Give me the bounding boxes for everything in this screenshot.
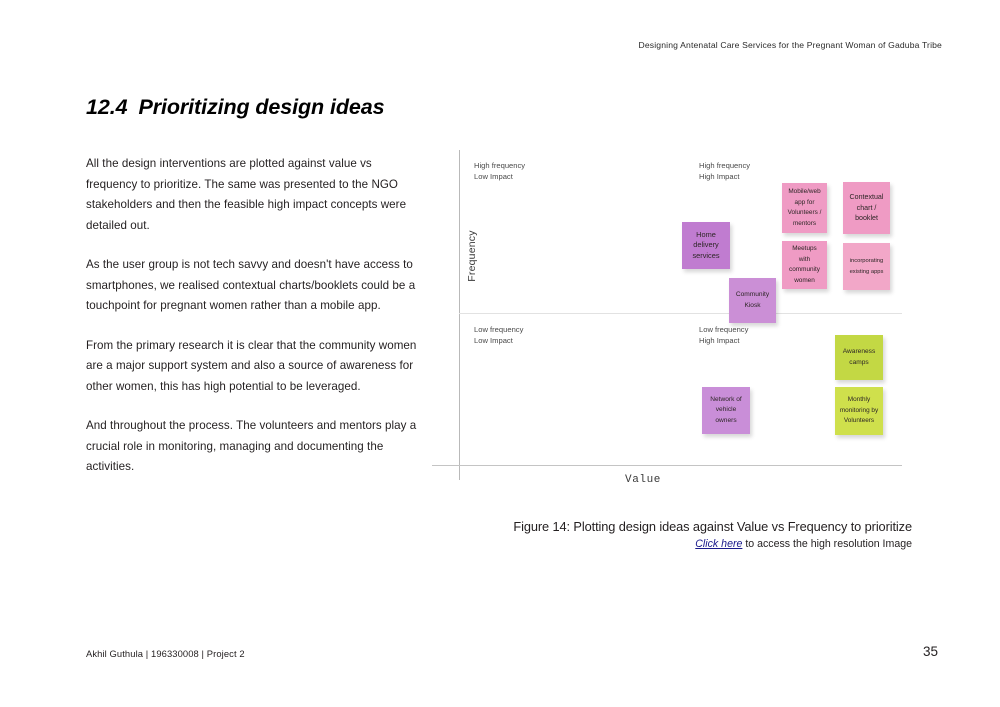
- figure-caption-main: Figure 14: Plotting design ideas against…: [513, 519, 912, 534]
- paragraph: And throughout the process. The voluntee…: [86, 419, 417, 473]
- x-axis-line: [432, 465, 902, 466]
- quadrant-label-line2: Low Impact: [474, 171, 513, 181]
- quadrant-label-line2: Low Impact: [474, 335, 513, 345]
- running-header: Designing Antenatal Care Services for th…: [638, 40, 942, 50]
- sticky-note: Meetups with community women: [782, 241, 827, 289]
- footer-author-info: Akhil Guthula | 196330008 | Project 2: [86, 648, 245, 659]
- section-number: 12.4: [86, 95, 128, 119]
- sticky-note-label: Home delivery services: [692, 229, 720, 260]
- sticky-note: Awareness camps: [835, 335, 883, 380]
- paragraph: From the primary research it is clear th…: [86, 338, 417, 393]
- sticky-note-label: Network of vehicle owners: [710, 395, 742, 424]
- paragraph: All the design interventions are plotted…: [86, 157, 407, 232]
- quadrant-label-line1: Low frequency: [699, 325, 749, 334]
- sticky-note-label: incorporating existing apps: [849, 258, 884, 275]
- paragraph: As the user group is not tech savvy and …: [86, 258, 416, 312]
- quadrant-divider-line: [459, 313, 902, 314]
- quadrant-label-bottom-right: Low frequency High Impact: [699, 325, 748, 346]
- sticky-note: Community Kiosk: [729, 278, 776, 323]
- quadrant-label-line1: Low frequency: [474, 325, 524, 334]
- sticky-note: Mobile/web app for Volunteers / mentors: [782, 183, 827, 233]
- sticky-note: Monthly monitoring by Volunteers: [835, 387, 883, 435]
- body-text-column: All the design interventions are plotted…: [86, 154, 421, 497]
- figure-caption: Figure 14: Plotting design ideas against…: [430, 518, 912, 552]
- sticky-note: Home delivery services: [682, 222, 730, 269]
- section-title: Prioritizing design ideas: [138, 95, 385, 119]
- quadrant-label-line1: High frequency: [699, 161, 751, 170]
- quadrant-label-line2: High Impact: [699, 335, 740, 345]
- sticky-note: incorporating existing apps: [843, 243, 890, 290]
- sticky-note-label: Contextual chart / booklet: [849, 193, 884, 223]
- y-axis-label: Frequency: [466, 230, 478, 282]
- high-resolution-image-link[interactable]: Click here: [695, 538, 743, 550]
- page-title: 12.4 Prioritizing design ideas: [86, 95, 385, 120]
- quadrant-label-bottom-left: Low frequency Low Impact: [474, 325, 523, 346]
- quadrant-label-line1: High frequency: [474, 161, 526, 170]
- figure-caption-sub-rest: to access the high resolution Image: [742, 538, 912, 550]
- x-axis-label: Value: [625, 474, 662, 486]
- sticky-note-label: Mobile/web app for Volunteers / mentors: [787, 188, 822, 227]
- quadrant-label-line2: High Impact: [699, 171, 740, 181]
- quadrant-label-top-left: High frequency Low Impact: [474, 161, 525, 182]
- page-number: 35: [922, 644, 938, 659]
- quadrant-label-top-right: High frequency High Impact: [699, 161, 750, 182]
- figure-caption-sub: Click here to access the high resolution…: [430, 536, 912, 552]
- sticky-note-label: Monthly monitoring by Volunteers: [839, 396, 879, 425]
- sticky-note-label: Community Kiosk: [735, 291, 770, 309]
- prioritization-matrix-chart: Frequency Value High frequency Low Impac…: [430, 140, 920, 486]
- sticky-note: Contextual chart / booklet: [843, 182, 890, 234]
- sticky-note: Network of vehicle owners: [702, 387, 750, 434]
- sticky-note-label: Awareness camps: [842, 348, 876, 366]
- sticky-note-label: Meetups with community women: [789, 245, 820, 284]
- y-axis-line: [459, 150, 460, 480]
